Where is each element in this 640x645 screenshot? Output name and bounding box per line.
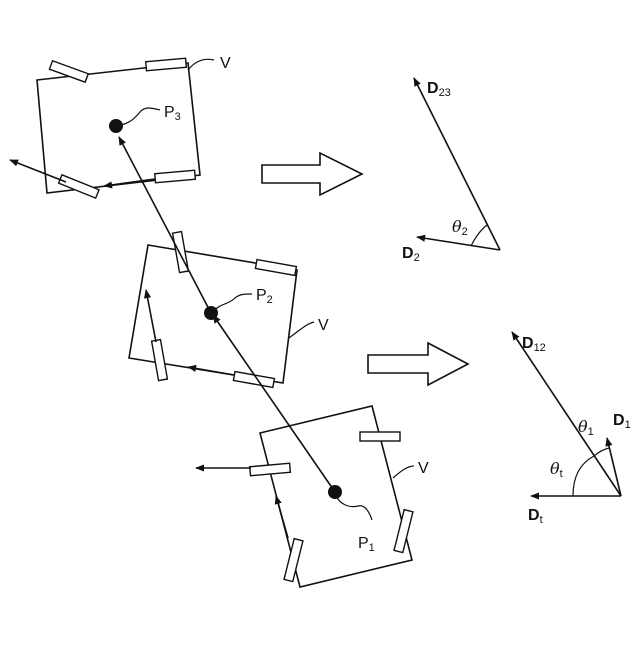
vector-d2 (417, 237, 500, 250)
trajectory (109, 108, 372, 520)
vehicle-1-edge-arrow (276, 496, 288, 538)
vehicle-3-sensor (59, 175, 99, 198)
label-theta2: θ2 (452, 217, 468, 238)
vehicle-3-sensor (155, 170, 196, 182)
label-dt: Dt (528, 507, 543, 526)
vehicle-1-sensor (394, 510, 413, 553)
angle-arc-thetat (573, 456, 594, 496)
vehicle-2-side-arrow (146, 290, 156, 342)
transform-arrow-lower (368, 343, 468, 385)
vehicle-3-side-arrow (10, 160, 66, 182)
vehicle-1-sensor (360, 432, 400, 441)
angle-arc-theta1 (594, 448, 609, 456)
label-vehicle-1: V (418, 460, 429, 477)
vehicle-1-sensor (284, 539, 303, 582)
vehicle-2-sensor (152, 340, 168, 381)
vehicle-2-label-leader (289, 322, 314, 338)
p3-leader (116, 108, 160, 126)
vehicle-1 (196, 406, 414, 587)
label-vehicle-3: V (220, 55, 231, 72)
vector-d1 (607, 438, 621, 496)
label-d12: D12 (522, 335, 546, 354)
label-p1: P1 (358, 535, 375, 554)
vector-d12 (512, 332, 621, 496)
angle-arc-theta2 (471, 225, 487, 246)
vehicle-3-sensor (146, 58, 187, 70)
vehicle-1-label-leader (393, 466, 414, 478)
transform-arrow-upper (262, 153, 362, 195)
label-d2: D2 (402, 245, 420, 264)
vehicle-3-sensor (49, 61, 88, 82)
label-d23: D23 (427, 80, 451, 99)
label-theta1: θ1 (578, 417, 594, 438)
vehicle-3-label-leader (188, 59, 214, 70)
vehicle-3-edge-arrow (104, 179, 155, 186)
vehicle-1-sensor (250, 463, 291, 475)
path-p2-p3 (119, 137, 211, 313)
label-p3: P3 (164, 104, 181, 123)
label-d1: D1 (613, 412, 631, 431)
vehicle-2 (129, 232, 314, 388)
vehicle-2-sensor (255, 260, 296, 276)
label-p2: P2 (256, 287, 273, 306)
label-vehicle-2: V (318, 317, 329, 334)
vehicle-2-edge-arrow (188, 367, 234, 375)
vector-diagram-lower (512, 332, 621, 496)
label-thetat: θt (550, 459, 563, 480)
